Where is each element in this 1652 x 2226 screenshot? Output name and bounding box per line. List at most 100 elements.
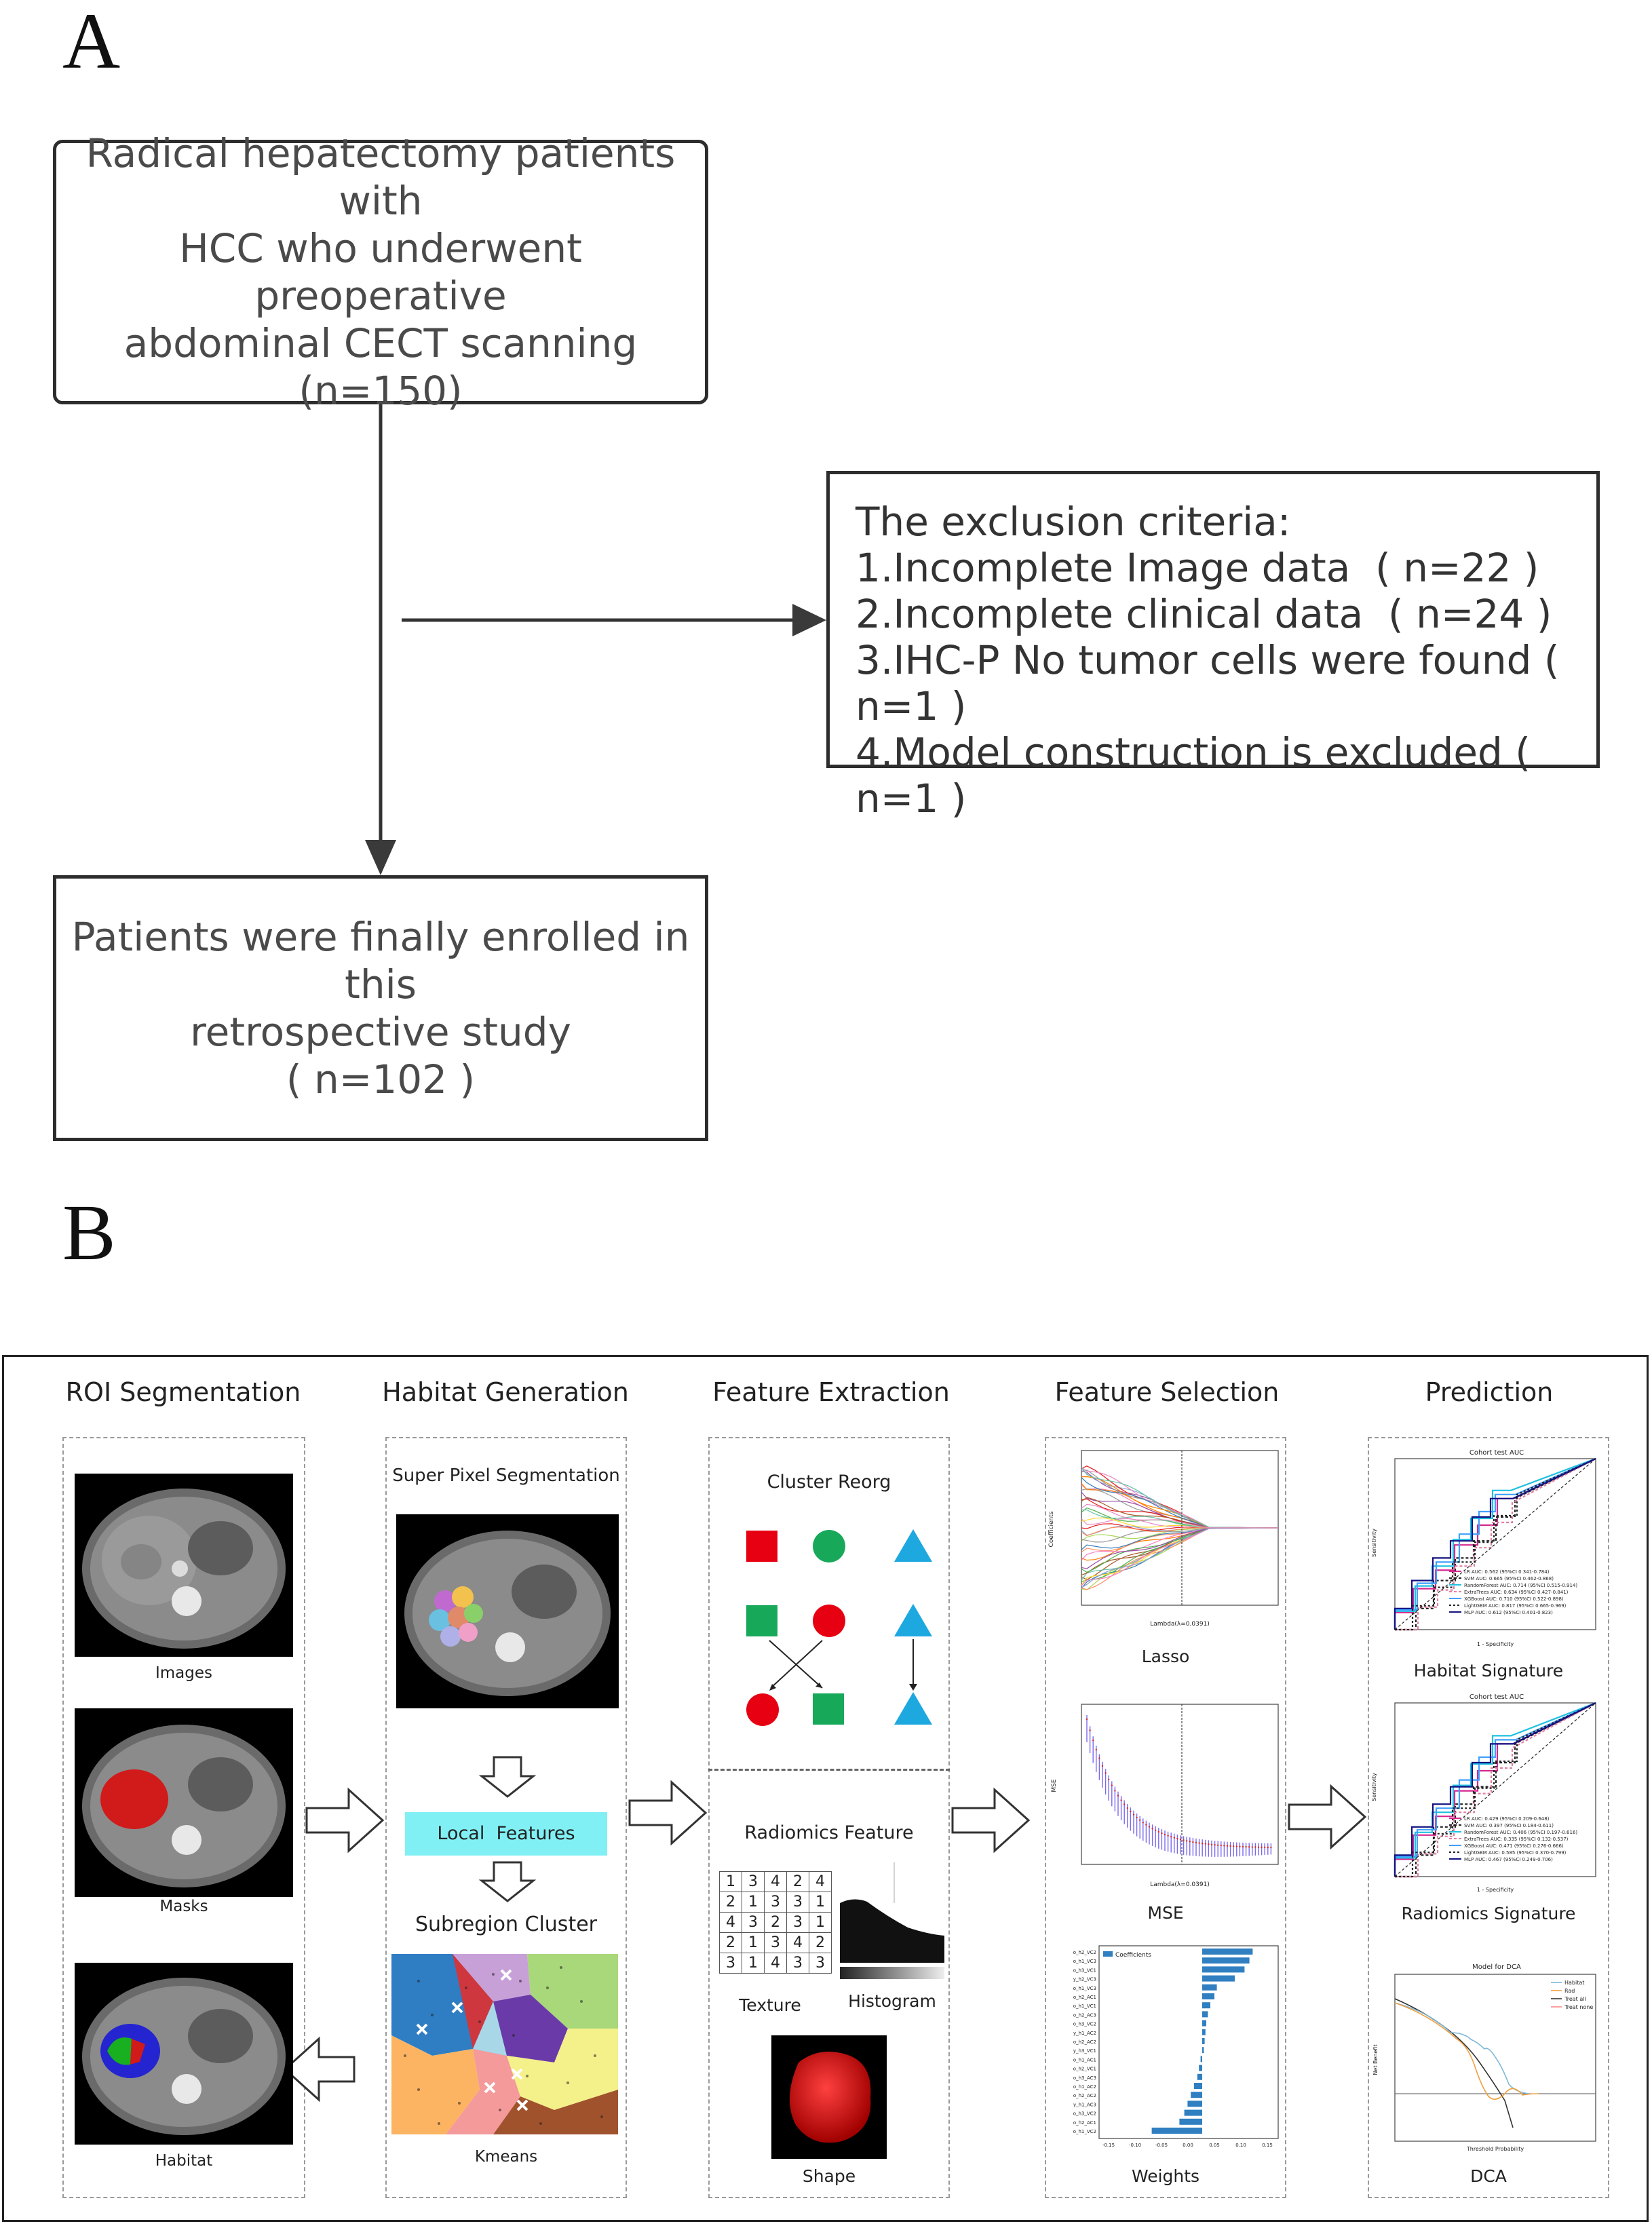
mse-point bbox=[1270, 1846, 1272, 1849]
weight-bar bbox=[1202, 2020, 1206, 2027]
lasso-trace bbox=[1081, 1466, 1279, 1529]
habitat-signature-caption: Habitat Signature bbox=[1413, 1661, 1564, 1681]
radiomics-roc-ylabel: Sensitivity bbox=[1371, 1773, 1377, 1801]
mse-point bbox=[1104, 1772, 1107, 1774]
texture-cell: 1 bbox=[809, 1892, 832, 1913]
texture-cell: 3 bbox=[742, 1912, 765, 1933]
roc-curve bbox=[1394, 1457, 1596, 1630]
lasso-xlabel: Lambda(λ=0.0391) bbox=[1150, 1621, 1210, 1628]
weight-bar bbox=[1202, 2047, 1204, 2054]
lasso-plot: Coefficients Lambda(λ=0.0391) bbox=[1048, 1450, 1279, 1628]
prediction-column bbox=[1368, 1437, 1609, 2198]
lasso-trace bbox=[1081, 1527, 1279, 1588]
weight-label: o_h2_AC1 bbox=[1073, 2120, 1096, 2126]
mse-caption: MSE bbox=[1147, 1903, 1184, 1923]
ct-habitat-icon bbox=[82, 1978, 286, 2135]
radiomics-roc-plot: Cohort test AUC LR AUC: 0.429 (95%CI 0.2… bbox=[1371, 1693, 1596, 1893]
masks-caption: Masks bbox=[159, 1898, 208, 1915]
weight-label: o_h2_AC2 bbox=[1073, 2093, 1096, 2098]
texture-cell: 4 bbox=[764, 1953, 787, 1974]
mse-point bbox=[1208, 1843, 1210, 1845]
roc-legend-entry: MLP AUC: 0.467 (95%CI 0.249-0.706) bbox=[1464, 1857, 1553, 1862]
texture-cell: 3 bbox=[764, 1932, 787, 1953]
texture-cell: 2 bbox=[786, 1871, 809, 1892]
ct-image-habitat bbox=[75, 1963, 293, 2145]
weight-label: o_h3_VC2 bbox=[1073, 2111, 1096, 2117]
weight-bar bbox=[1199, 2065, 1202, 2071]
roc-curve bbox=[1394, 1702, 1596, 1877]
habitat-roc-title: Cohort test AUC bbox=[1469, 1449, 1524, 1457]
mse-point bbox=[1198, 1842, 1200, 1844]
mse-point bbox=[1239, 1845, 1241, 1847]
lasso-trace bbox=[1081, 1477, 1279, 1529]
roc-curve bbox=[1394, 1702, 1596, 1877]
mse-point bbox=[1233, 1845, 1235, 1847]
weight-bar bbox=[1202, 2029, 1206, 2035]
mse-point bbox=[1210, 1843, 1213, 1846]
texture-cell: 3 bbox=[764, 1892, 787, 1913]
mse-point bbox=[1170, 1836, 1172, 1838]
mse-point bbox=[1179, 1839, 1182, 1841]
mse-point bbox=[1267, 1846, 1269, 1849]
texture-cell: 2 bbox=[764, 1912, 787, 1933]
mse-point bbox=[1139, 1819, 1141, 1822]
mse-point bbox=[1164, 1833, 1166, 1836]
radiomics-roc-title: Cohort test AUC bbox=[1469, 1693, 1524, 1701]
weight-tick: -0.15 bbox=[1102, 2143, 1115, 2148]
lasso-trace bbox=[1081, 1509, 1279, 1529]
mse-point bbox=[1173, 1837, 1175, 1839]
mse-point bbox=[1142, 1822, 1144, 1824]
roc-legend-entry: ExtraTrees AUC: 0.335 (95%CI 0.132-0.537… bbox=[1464, 1837, 1569, 1842]
exclusion-item-3: 3.IHC-P No tumor cells were found ( n=1 … bbox=[856, 637, 1560, 729]
texture-cell: 1 bbox=[809, 1912, 832, 1933]
mse-point bbox=[1202, 1842, 1204, 1845]
weight-bar bbox=[1202, 1984, 1217, 1991]
texture-cell: 3 bbox=[786, 1892, 809, 1913]
mse-point bbox=[1254, 1846, 1256, 1848]
habitat-generation-title: Habitat Generation bbox=[382, 1377, 629, 1407]
weight-label: o_h3_VC1 bbox=[1073, 1968, 1096, 1973]
images-caption: Images bbox=[155, 1664, 212, 1682]
weight-label: o_h2_AC3 bbox=[1073, 2012, 1096, 2018]
mse-point bbox=[1114, 1790, 1116, 1792]
green-square-shape-2 bbox=[813, 1693, 844, 1725]
weight-label: o_h1_VC3 bbox=[1073, 1986, 1096, 1991]
weight-label: o_h3_AC3 bbox=[1073, 2075, 1096, 2081]
weight-label: y_h1_AC2 bbox=[1073, 2031, 1096, 2036]
mse-point bbox=[1132, 1814, 1135, 1816]
prediction-title: Prediction bbox=[1425, 1377, 1554, 1407]
extraction-column bbox=[708, 1437, 950, 2198]
mse-point bbox=[1245, 1845, 1247, 1848]
pipeline-frame bbox=[2, 1355, 1649, 2222]
roc-legend-entry: XGBoost AUC: 0.471 (95%CI 0.276-0.666) bbox=[1464, 1843, 1564, 1849]
kmeans-voronoi bbox=[391, 1954, 618, 2134]
texture-cell: 4 bbox=[719, 1912, 742, 1933]
panel-a-letter: A bbox=[62, 0, 121, 85]
mse-point bbox=[1192, 1841, 1194, 1843]
weight-bar bbox=[1197, 2073, 1202, 2080]
lasso-trace bbox=[1081, 1497, 1279, 1529]
mse-point bbox=[1092, 1740, 1094, 1742]
panel-b-letter: B bbox=[62, 1188, 116, 1277]
kmeans-caption: Kmeans bbox=[474, 2148, 538, 2166]
mse-point bbox=[1089, 1729, 1091, 1731]
histogram-image bbox=[840, 1862, 944, 1979]
dca-habitat-line bbox=[1394, 2002, 1530, 2094]
texture-cell: 4 bbox=[809, 1871, 832, 1892]
dca-legend-entry: Habitat bbox=[1564, 1980, 1584, 1986]
lasso-trace bbox=[1081, 1527, 1279, 1569]
weight-bar bbox=[1202, 1957, 1250, 1964]
texture-cell: 3 bbox=[719, 1953, 742, 1974]
weights-legend: Coefficients bbox=[1115, 1952, 1151, 1959]
texture-cell: 2 bbox=[719, 1892, 742, 1913]
mse-point bbox=[1086, 1718, 1088, 1721]
dca-legend-entry: Treat none bbox=[1564, 2004, 1593, 2010]
superpixel-icon bbox=[404, 1531, 611, 1696]
shape-image bbox=[771, 2035, 887, 2159]
roc-curve bbox=[1394, 1702, 1596, 1877]
weight-bar bbox=[1202, 1975, 1235, 1982]
